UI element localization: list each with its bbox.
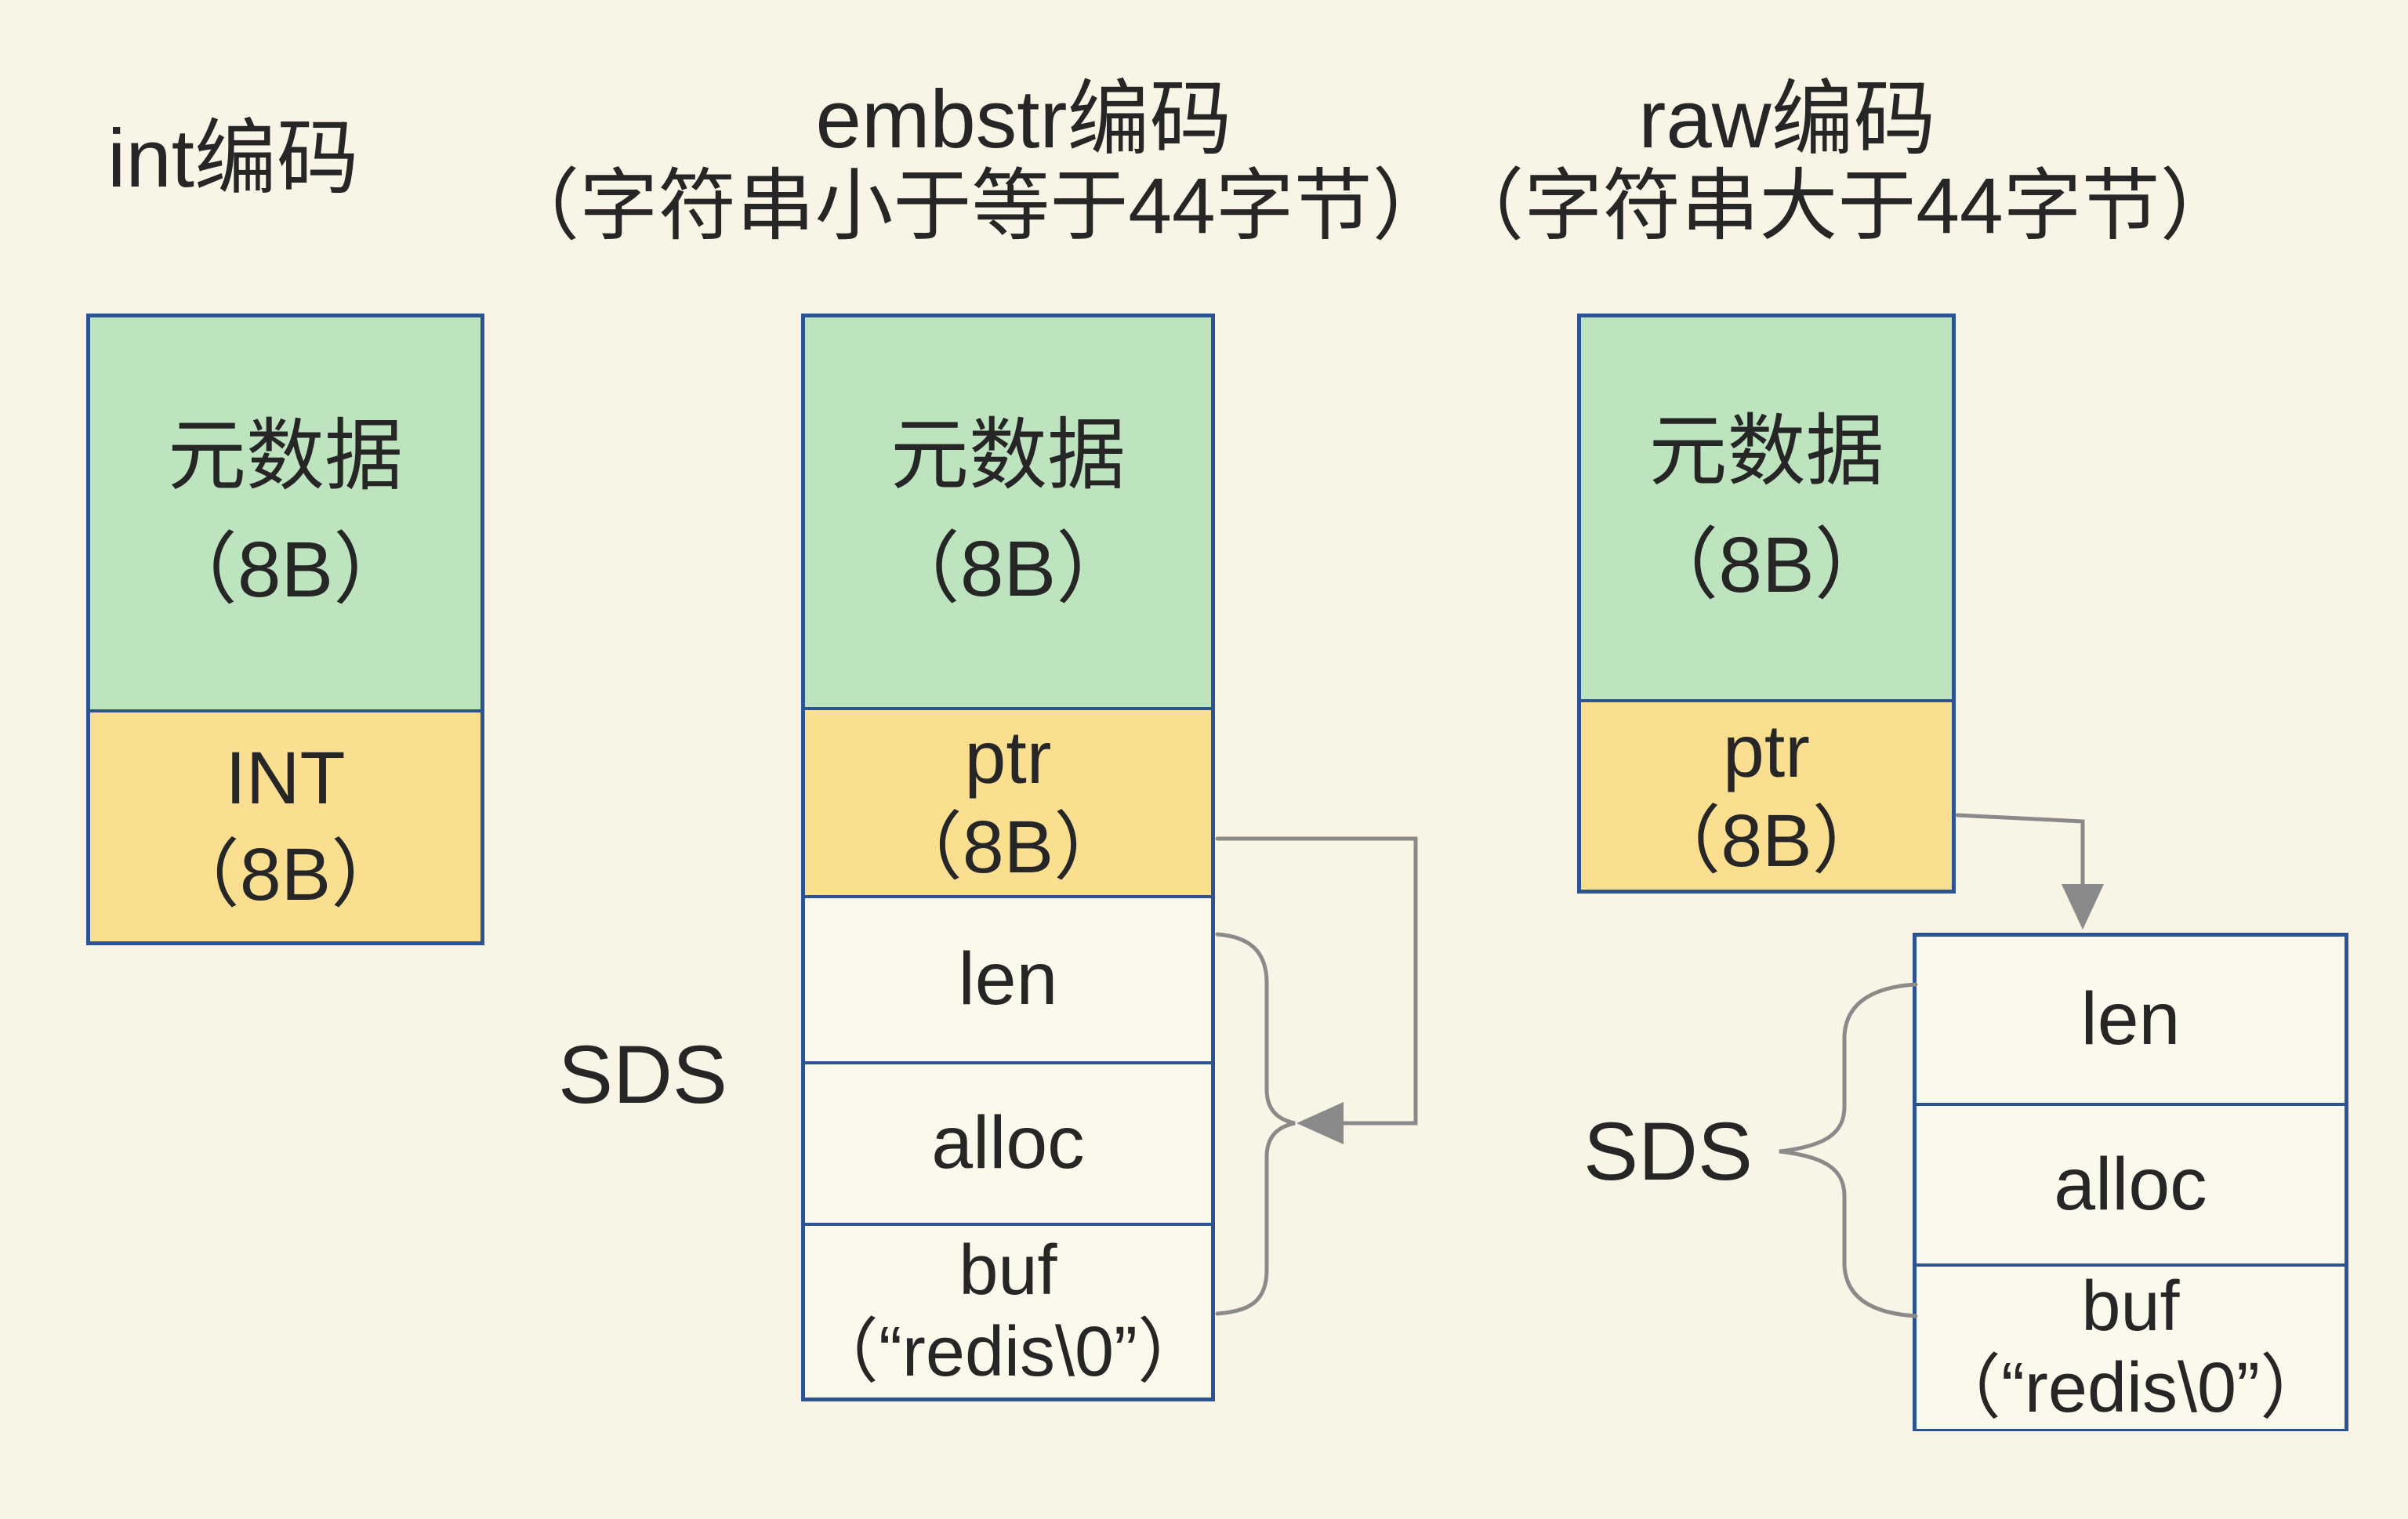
cell-buf: buf （“redis\0”） — [805, 1223, 1211, 1398]
embstr-object-box: 元数据 （8B） ptr （8B） len alloc buf （“redis\… — [801, 314, 1215, 1401]
arrowhead-left-icon — [1296, 1102, 1344, 1144]
int-column-title: int编码 — [107, 113, 359, 205]
cell-metadata: 元数据 （8B） — [805, 317, 1211, 707]
arrowhead-down-icon — [2062, 884, 2104, 930]
cell-alloc: alloc — [805, 1061, 1211, 1223]
int-object-box: 元数据 （8B） INT （8B） — [86, 314, 484, 945]
brace-path — [1779, 982, 1918, 1318]
raw-object-box: 元数据 （8B） ptr （8B） — [1577, 314, 1956, 894]
embstr-column-subtitle: （字符串小于等于44字节） — [501, 162, 1451, 250]
embstr-column-title: embstr编码 — [815, 74, 1232, 165]
cell-metadata: 元数据 （8B） — [1581, 317, 1952, 699]
cell-ptr: ptr （8B） — [805, 707, 1211, 895]
cell-buf: buf （“redis\0”） — [1917, 1263, 2345, 1429]
cell-metadata: 元数据 （8B） — [90, 317, 481, 709]
raw-sds-brace-icon — [1779, 982, 1918, 1318]
embstr-sds-label: SDS — [558, 1029, 727, 1121]
cell-len: len — [1917, 937, 2345, 1103]
raw-sds-box: len alloc buf （“redis\0”） — [1913, 933, 2348, 1431]
cell-ptr: ptr （8B） — [1581, 699, 1952, 890]
cell-int: INT （8B） — [90, 709, 481, 941]
raw-ptr-arrow — [1955, 813, 2104, 930]
cell-alloc: alloc — [1917, 1103, 2345, 1263]
raw-sds-label: SDS — [1583, 1106, 1753, 1198]
cell-len: len — [805, 895, 1211, 1061]
embstr-sds-brace-icon — [1215, 932, 1296, 1316]
raw-column-subtitle: （字符串大于44字节） — [1445, 162, 2239, 250]
arrow-line — [1955, 813, 2085, 897]
raw-column-title: raw编码 — [1638, 74, 1936, 165]
embstr-ptr-arrow — [1215, 836, 1418, 1144]
brace-path — [1215, 932, 1296, 1316]
arrow-line — [1215, 836, 1418, 1126]
